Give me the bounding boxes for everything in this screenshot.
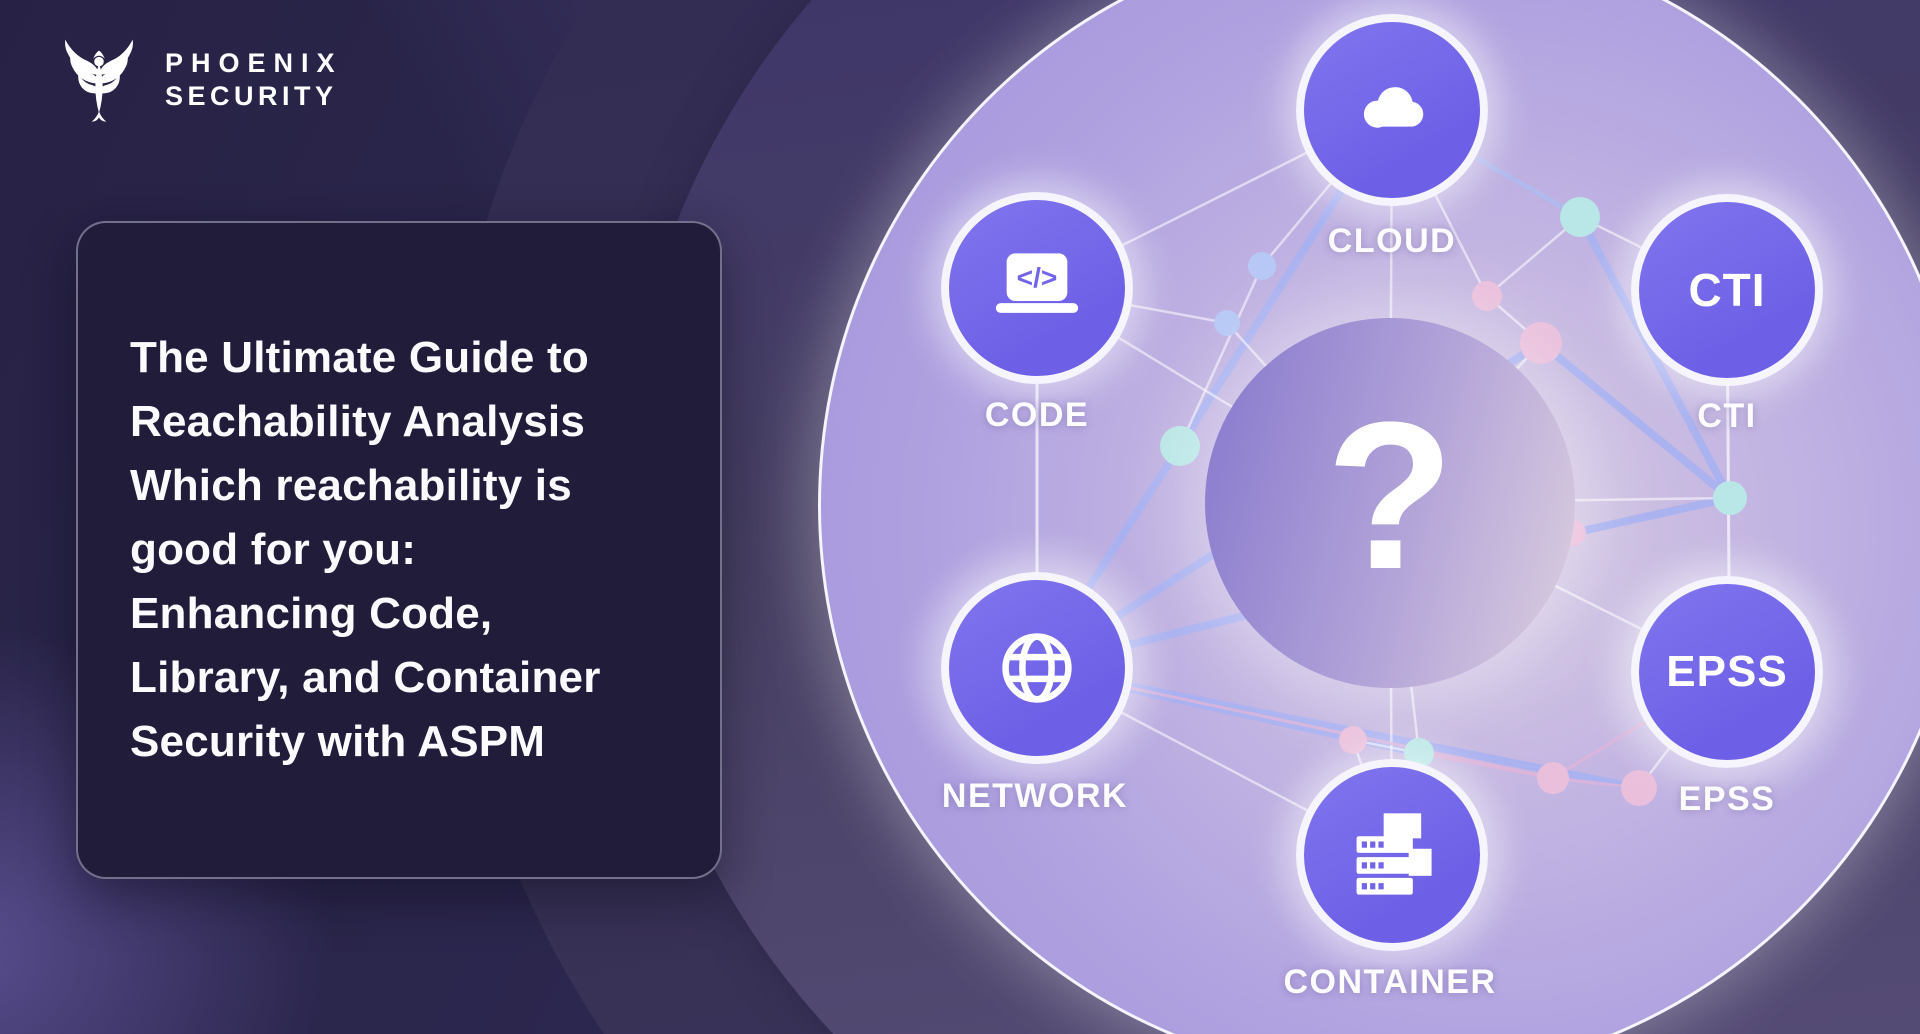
title-line: good for you: <box>130 525 417 574</box>
cti-text: CTI <box>1688 264 1766 316</box>
laptop-code-icon: </> <box>995 253 1079 313</box>
node-label-code: CODE <box>984 396 1090 434</box>
title-line: Library, and Container <box>130 653 601 702</box>
brand-logo: PHOENIX SECURITY <box>55 32 343 128</box>
epss-text: EPSS <box>1666 647 1788 696</box>
node-network <box>941 572 1133 764</box>
center-hub: ? <box>1205 318 1575 688</box>
phoenix-icon <box>65 39 133 122</box>
server-stack-icon <box>1356 813 1432 895</box>
title-line: Which reachability is <box>130 461 572 510</box>
node-cloud <box>1296 14 1488 206</box>
brand-name-line1: PHOENIX <box>165 48 343 78</box>
node-label-network: NETWORK <box>941 777 1129 815</box>
svg-text:</>: </> <box>1017 262 1058 293</box>
node-label-cti: CTI <box>1697 397 1757 435</box>
node-epss: EPSS <box>1631 576 1823 768</box>
node-cti: CTI <box>1631 194 1823 386</box>
mesh-dot <box>1560 197 1600 237</box>
brand-name: PHOENIX SECURITY <box>165 47 343 113</box>
node-label-container: CONTAINER <box>1283 963 1497 1001</box>
question-mark: ? <box>1325 378 1455 613</box>
node-code: </> <box>941 192 1133 384</box>
globe-icon <box>1002 633 1072 703</box>
title-line: Security with ASPM <box>130 717 546 766</box>
title-line: The Ultimate Guide to <box>130 333 589 382</box>
node-label-epss: EPSS <box>1678 780 1776 818</box>
title-line: Enhancing Code, <box>130 589 493 638</box>
title-card: The Ultimate Guide to Reachability Analy… <box>76 221 722 879</box>
cloud-icon <box>1363 87 1424 128</box>
node-container <box>1296 759 1488 951</box>
title-line: Reachability Analysis <box>130 397 585 446</box>
brand-name-line2: SECURITY <box>165 81 338 111</box>
node-label-cloud: CLOUD <box>1327 222 1457 260</box>
